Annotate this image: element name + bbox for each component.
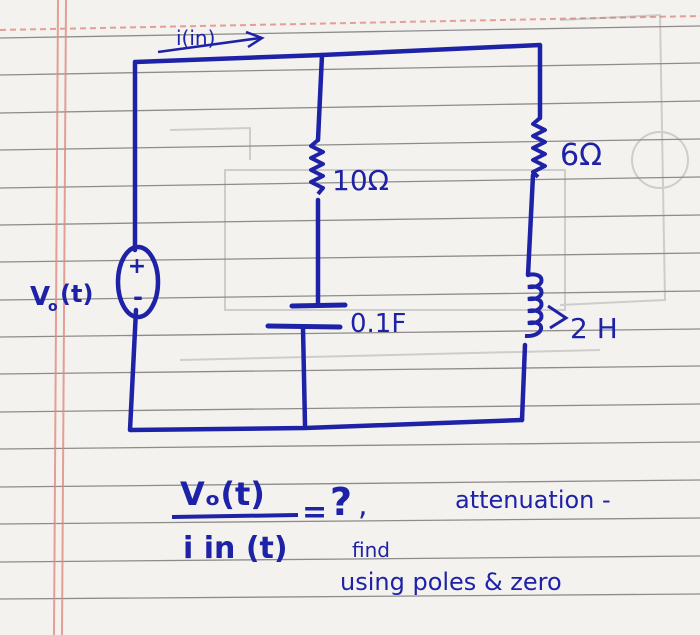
source-arg: (t)	[60, 280, 93, 308]
source-label: V	[30, 282, 50, 312]
r2-label: 6Ω	[560, 138, 602, 173]
equation-numerator: Vₒ(t)	[180, 475, 265, 513]
bleed-through-sketch	[169, 13, 689, 361]
note-find: find	[352, 538, 390, 562]
equation-comma: ,	[358, 488, 368, 523]
current-arrow-icon	[245, 30, 265, 49]
cap-label: 0.1F	[350, 309, 406, 339]
circuit-wires	[127, 42, 543, 433]
attenuation-note: attenuation -	[455, 486, 611, 514]
fraction-bar	[171, 513, 299, 519]
resistor-10-ohm	[309, 138, 325, 196]
current-arrow-line	[157, 36, 261, 54]
ind-label: 2 H	[570, 312, 618, 345]
voltage-source-icon	[115, 244, 161, 320]
source-subscript: o	[48, 299, 58, 315]
source-plus: +	[128, 254, 146, 279]
right-wire	[525, 172, 536, 278]
r1-label: 10Ω	[332, 164, 389, 197]
note-using: using poles & zero	[340, 568, 562, 596]
ruled-lines	[0, 25, 700, 600]
equation-equals: =	[302, 495, 327, 530]
equation-denominator: i in (t)	[183, 531, 288, 566]
inductor-pointer	[547, 304, 569, 330]
capacitor-symbol	[265, 302, 348, 330]
resistor-6-ohm	[531, 116, 547, 179]
source-minus: -	[133, 283, 143, 311]
bottom-wire	[127, 307, 525, 433]
branch-wire-3	[300, 325, 308, 428]
inductor-symbol	[524, 272, 544, 339]
equation-question: ?	[330, 480, 352, 524]
branch-wire-1	[315, 52, 325, 143]
right-lower-wire	[519, 342, 528, 423]
